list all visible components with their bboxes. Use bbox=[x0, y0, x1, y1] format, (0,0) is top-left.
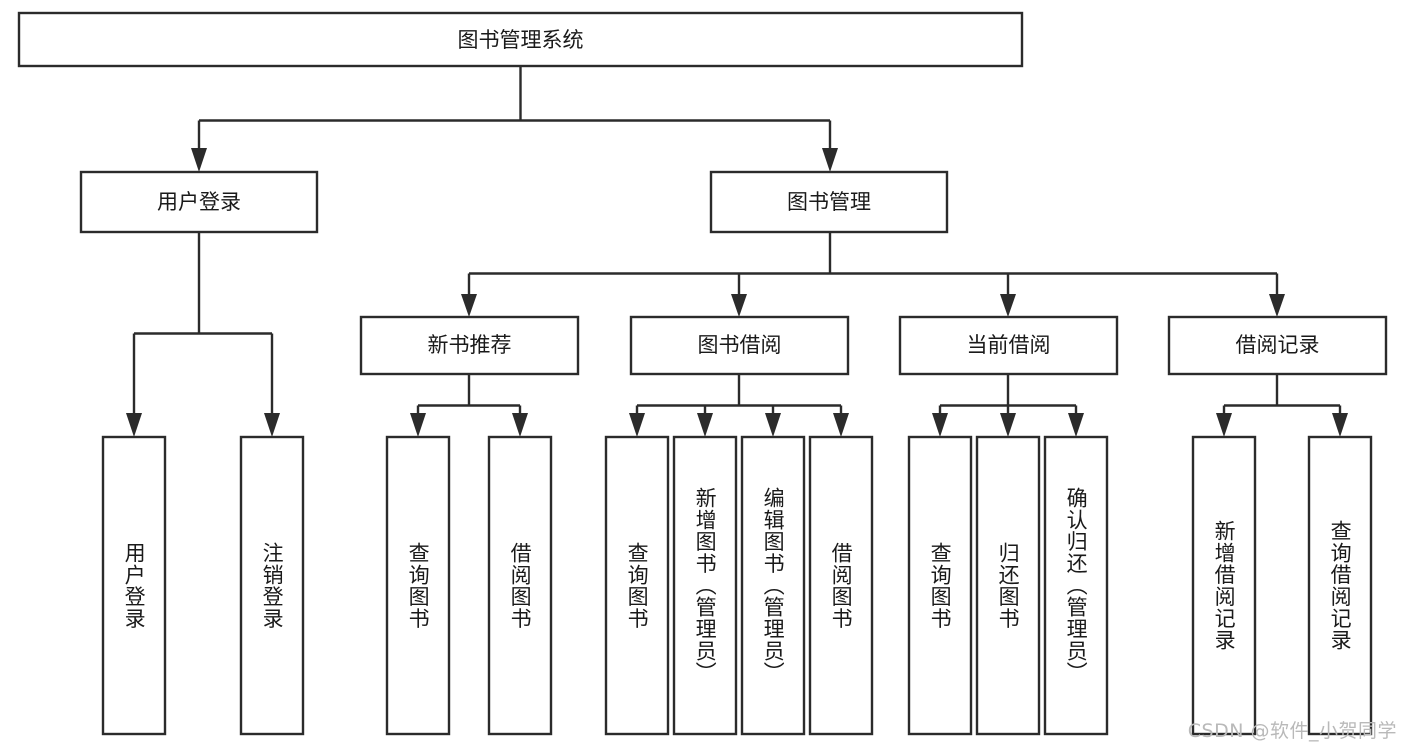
node-leaf-6[interactable] bbox=[672, 435, 738, 736]
arrow-to-leaf-6 bbox=[697, 413, 713, 437]
arrow-to-leaf-8 bbox=[833, 413, 849, 437]
node-leaf-9[interactable] bbox=[907, 435, 973, 736]
node-current-borrow[interactable] bbox=[898, 315, 1119, 376]
node-book-borrow[interactable] bbox=[629, 315, 850, 376]
arrow-to-leaf-9 bbox=[932, 413, 948, 437]
node-book-manage[interactable] bbox=[709, 170, 949, 234]
node-leaf-2[interactable] bbox=[239, 435, 305, 736]
arrow-to-leaf-1 bbox=[126, 413, 142, 437]
arrow-to-book-manage bbox=[822, 148, 838, 172]
node-new-book-rec[interactable] bbox=[359, 315, 580, 376]
node-leaf-8[interactable] bbox=[808, 435, 874, 736]
connector-root-to-level2 bbox=[191, 66, 838, 172]
arrow-to-leaf-7 bbox=[765, 413, 781, 437]
arrow-to-leaf-10 bbox=[1000, 413, 1016, 437]
node-borrow-record[interactable] bbox=[1167, 315, 1388, 376]
node-leaf-5[interactable] bbox=[604, 435, 670, 736]
node-leaf-3[interactable] bbox=[385, 435, 451, 736]
connector-new-book-rec-to-leaves bbox=[410, 374, 528, 437]
node-borrow-record-label: 借阅记录 bbox=[1236, 333, 1320, 357]
node-new-book-rec-label: 新书推荐 bbox=[428, 333, 512, 357]
arrow-to-leaf-3 bbox=[410, 413, 426, 437]
node-root[interactable] bbox=[17, 11, 1024, 68]
node-book-manage-label: 图书管理 bbox=[787, 190, 871, 214]
node-leaf-12[interactable] bbox=[1191, 435, 1257, 736]
node-current-borrow-label: 当前借阅 bbox=[967, 333, 1051, 357]
node-root-label: 图书管理系统 bbox=[458, 28, 584, 52]
arrow-to-borrow-record bbox=[1269, 294, 1285, 317]
node-leaf-1[interactable] bbox=[101, 435, 167, 736]
node-leaf-11[interactable] bbox=[1043, 435, 1109, 736]
csdn-watermark: CSDN @软件_小贺同学 bbox=[1187, 720, 1397, 742]
arrow-to-leaf-11 bbox=[1068, 413, 1084, 437]
arrow-to-leaf-2 bbox=[264, 413, 280, 437]
arrow-to-leaf-12 bbox=[1216, 413, 1232, 437]
node-leaf-10[interactable] bbox=[975, 435, 1041, 736]
connector-book-borrow-to-leaves bbox=[629, 374, 849, 437]
node-user-login-label: 用户登录 bbox=[157, 190, 241, 214]
connector-book-manage-to-level3 bbox=[461, 232, 1285, 317]
connector-user-login-to-leaves bbox=[126, 232, 280, 437]
arrow-to-new-book-rec bbox=[461, 294, 477, 317]
connector-borrow-record-to-leaves bbox=[1216, 374, 1348, 437]
node-leaf-7[interactable] bbox=[740, 435, 806, 736]
arrow-to-leaf-13 bbox=[1332, 413, 1348, 437]
arrow-to-leaf-4 bbox=[512, 413, 528, 437]
node-leaf-4[interactable] bbox=[487, 435, 553, 736]
node-leaf-13[interactable] bbox=[1307, 435, 1373, 736]
arrow-to-leaf-5 bbox=[629, 413, 645, 437]
arrow-to-current-borrow bbox=[1000, 294, 1016, 317]
arrow-to-user-login bbox=[191, 148, 207, 172]
connector-current-borrow-to-leaves bbox=[932, 374, 1084, 437]
arrow-to-book-borrow bbox=[731, 294, 747, 317]
node-book-borrow-label: 图书借阅 bbox=[698, 333, 782, 357]
node-user-login[interactable] bbox=[79, 170, 319, 234]
